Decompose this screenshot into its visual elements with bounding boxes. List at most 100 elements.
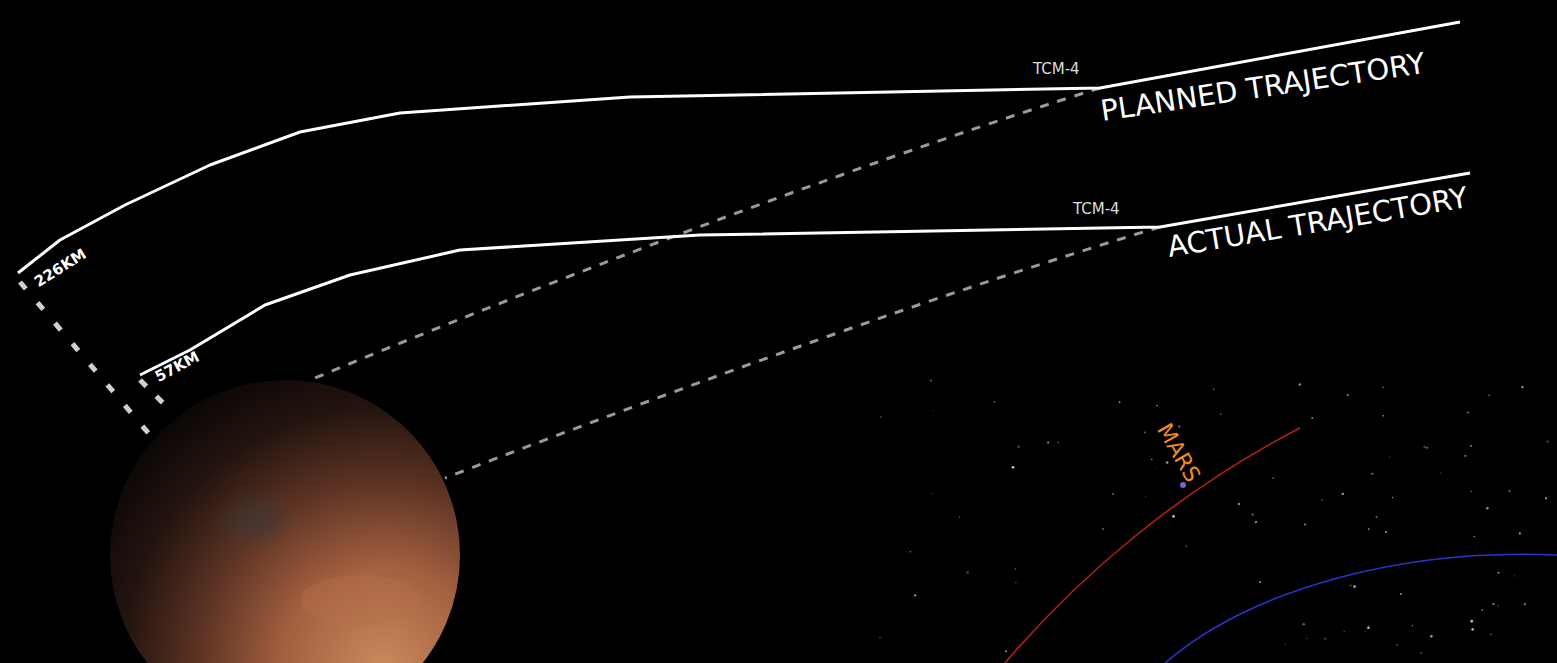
star: [1497, 605, 1498, 606]
mars-orbit: [1005, 428, 1300, 663]
star: [930, 379, 932, 381]
star: [1492, 603, 1494, 605]
star: [1259, 581, 1261, 583]
star: [966, 571, 969, 574]
star: [1311, 417, 1313, 419]
star: [1306, 638, 1307, 639]
star: [1213, 389, 1214, 390]
star: [1251, 513, 1254, 516]
star: [1172, 515, 1175, 518]
star: [1365, 631, 1366, 632]
star: [1255, 522, 1257, 524]
star: [1119, 401, 1121, 403]
star: [1423, 446, 1426, 449]
actual-dashed-path: [445, 227, 1160, 478]
star: [1255, 521, 1257, 523]
star: [1412, 625, 1413, 626]
star: [1368, 625, 1369, 626]
star: [1497, 572, 1499, 574]
star: [880, 416, 882, 418]
star: [1299, 383, 1301, 385]
star: [1186, 545, 1187, 546]
star: [1486, 507, 1489, 510]
star: [1385, 531, 1387, 533]
star: [1396, 644, 1398, 646]
star: [1102, 528, 1104, 530]
star: [1471, 628, 1474, 631]
star: [1440, 472, 1441, 473]
star: [1488, 395, 1490, 397]
star: [1392, 497, 1393, 498]
star: [1220, 414, 1221, 415]
star: [1367, 626, 1370, 629]
star: [1420, 652, 1421, 653]
star: [1324, 638, 1326, 640]
star: [994, 401, 995, 402]
star: [1481, 609, 1483, 611]
star: [914, 594, 916, 596]
star: [1353, 585, 1356, 588]
star-field: [879, 379, 1548, 653]
star: [1272, 477, 1274, 479]
star: [1514, 575, 1515, 576]
star: [1321, 500, 1322, 501]
star: [1375, 516, 1377, 518]
star: [1470, 491, 1471, 492]
star: [1400, 593, 1402, 595]
star: [1156, 468, 1157, 469]
star: [1178, 425, 1180, 427]
star: [1005, 650, 1007, 652]
star: [1546, 441, 1548, 443]
star: [1350, 584, 1352, 586]
maneuver-label: TCM-4: [1033, 62, 1080, 77]
star: [1238, 503, 1241, 506]
maneuver-label: TCM-4: [1073, 202, 1120, 217]
star: [1145, 496, 1146, 497]
star: [1473, 536, 1475, 538]
star: [1426, 447, 1428, 449]
star: [1389, 457, 1390, 458]
star: [910, 551, 911, 552]
star: [1285, 644, 1286, 645]
star: [1347, 394, 1349, 396]
star: [1382, 387, 1384, 389]
star: [1382, 415, 1384, 417]
star: [1342, 493, 1344, 495]
star: [879, 637, 881, 639]
planned-dashed-path: [315, 88, 1100, 378]
star: [1368, 528, 1370, 530]
planned-drop-line: [20, 282, 150, 435]
star: [1302, 623, 1305, 626]
star: [1467, 412, 1469, 414]
star: [1015, 568, 1016, 569]
star: [1156, 405, 1157, 406]
star: [1470, 445, 1472, 447]
star: [1490, 633, 1492, 635]
star: [1304, 524, 1306, 526]
star: [1519, 532, 1521, 534]
star: [1371, 473, 1373, 475]
star: [1112, 493, 1114, 495]
earth-orbit: [1165, 554, 1557, 663]
actual-trajectory-line: [140, 173, 1470, 375]
star: [1144, 431, 1146, 433]
star: [1166, 461, 1169, 464]
star: [1012, 466, 1015, 469]
actual-drop-line: [140, 380, 172, 412]
star: [1470, 620, 1473, 623]
star: [1151, 459, 1153, 461]
star: [1430, 635, 1433, 638]
star: [959, 516, 960, 517]
star: [1058, 442, 1059, 443]
star: [933, 410, 934, 411]
mars-planet: [110, 380, 460, 663]
star: [1344, 631, 1345, 632]
star: [1545, 497, 1547, 499]
star: [1047, 441, 1049, 443]
star: [1524, 603, 1526, 605]
star: [1015, 582, 1017, 584]
star: [1508, 490, 1510, 492]
mars-surface-patch: [215, 490, 295, 550]
star: [1018, 445, 1020, 447]
